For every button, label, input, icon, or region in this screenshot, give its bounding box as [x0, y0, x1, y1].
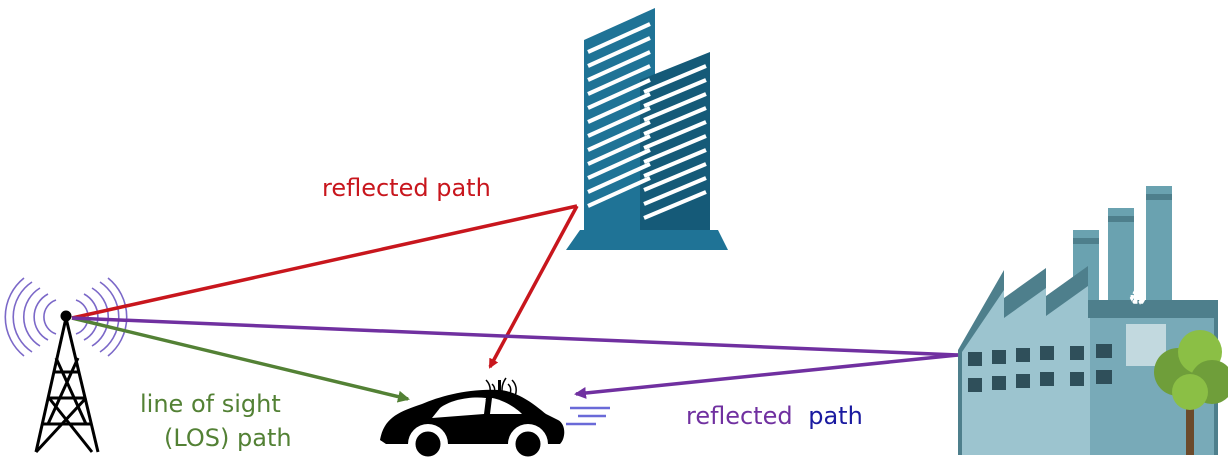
- reflected-path-label-building: reflected path: [322, 174, 491, 202]
- path-word: path: [808, 402, 863, 430]
- purple-reflected-arrow: [574, 353, 959, 399]
- signal-paths: [71, 204, 959, 403]
- antenna-tower-icon: [34, 310, 100, 454]
- red-reflected-arrow: [488, 205, 579, 369]
- purple-path-to-factory: [71, 316, 959, 357]
- los-label-line2: (LOS) path: [164, 424, 292, 452]
- los-arrow: [71, 316, 410, 403]
- reflected-path-label-factory: reflected path: [686, 402, 863, 430]
- tree-icon: [1154, 330, 1228, 455]
- los-label-line1: line of sight: [140, 390, 281, 418]
- skyscraper-icon: [566, 8, 728, 250]
- reflected-word: reflected: [686, 402, 793, 430]
- signal-waves-icon: [4, 277, 128, 357]
- red-path-to-building: [71, 204, 578, 320]
- car-icon: [380, 377, 610, 459]
- factory-icon: ♻: [958, 186, 1228, 455]
- recycle-icon: ♻: [1128, 286, 1148, 311]
